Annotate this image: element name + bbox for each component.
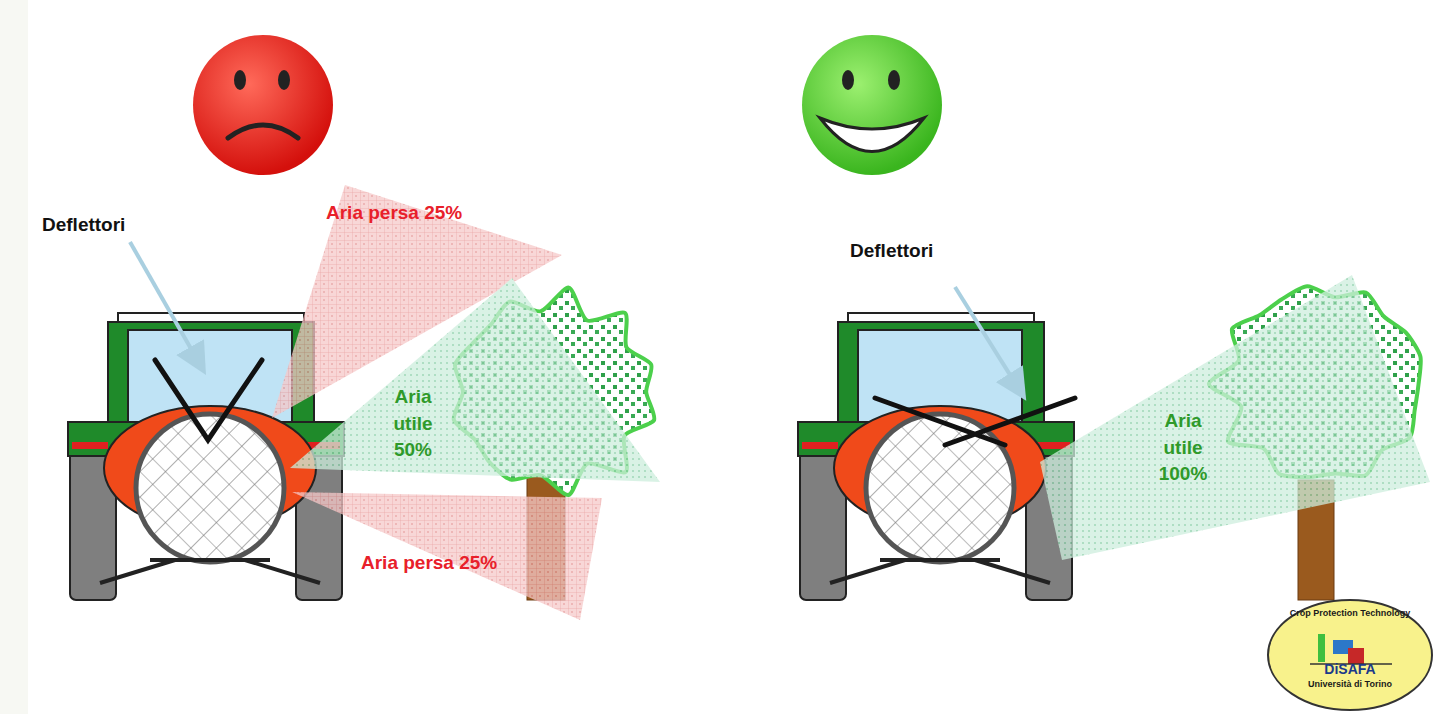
air-percent-text: Aria utile 50% xyxy=(382,384,444,464)
happy-face xyxy=(802,35,942,175)
logo-text: Crop Protection Technology xyxy=(1275,608,1425,619)
deflector xyxy=(155,360,262,440)
sad-face xyxy=(193,35,333,175)
air-cones xyxy=(272,185,1430,620)
logo-badge: Crop Protection TechnologyDiSAFAUniversi… xyxy=(1275,608,1425,690)
air-percent-text: Aria persa 25% xyxy=(326,200,516,227)
deflector xyxy=(875,398,1075,445)
pointer-arrow xyxy=(130,242,202,368)
air-share-label: Aria utile 100% xyxy=(1148,408,1218,488)
logo-text: Università di Torino xyxy=(1275,679,1425,690)
air-share-label: Aria utile 50% xyxy=(382,384,444,464)
logo xyxy=(1268,600,1432,710)
part-label: Deflettori xyxy=(42,214,125,236)
useful-air-cone xyxy=(1040,275,1430,560)
logo-text: DiSAFA xyxy=(1275,661,1425,679)
part-label: Deflettori xyxy=(850,240,933,262)
air-percent-text: Aria utile 100% xyxy=(1148,408,1218,488)
pointer-arrow xyxy=(955,287,1022,394)
useful-air-cone xyxy=(290,278,660,482)
lost-air-cone xyxy=(292,492,602,620)
air-share-label: Aria persa 25% xyxy=(361,550,551,577)
tractor-sprayer xyxy=(798,313,1075,600)
air-share-label: Aria persa 25% xyxy=(326,200,516,227)
air-percent-text: Aria persa 25% xyxy=(361,550,551,577)
